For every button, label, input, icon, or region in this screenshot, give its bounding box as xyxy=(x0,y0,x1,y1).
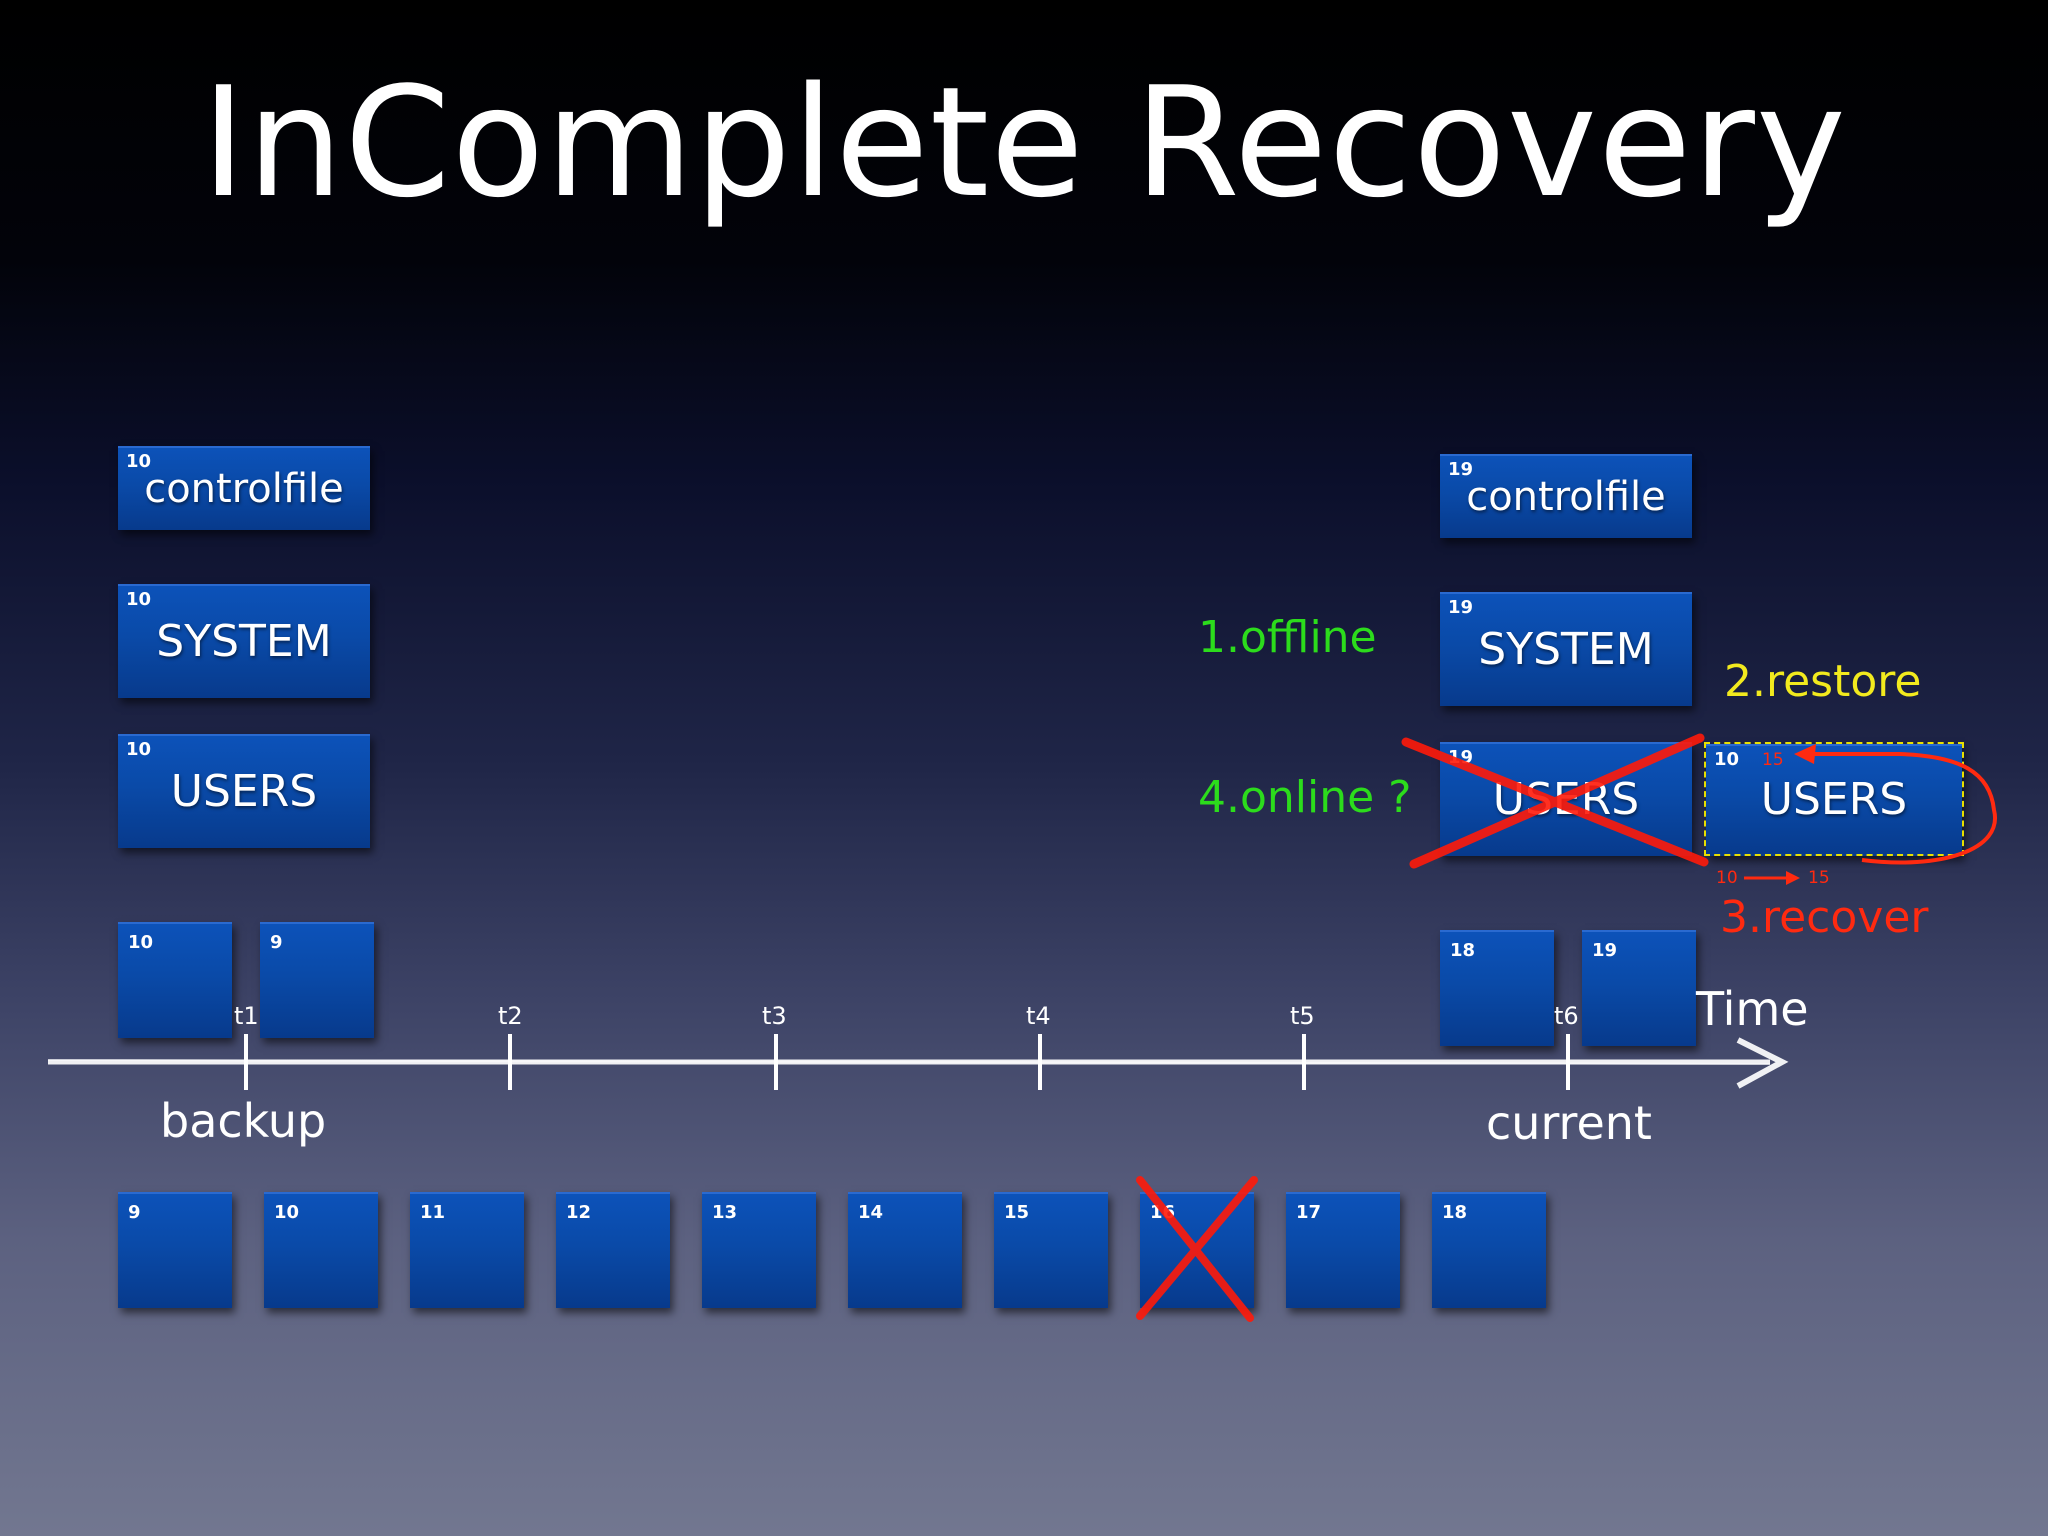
backup-users-seq: 10 xyxy=(126,739,152,760)
current-redo-log-1: 18 xyxy=(1440,930,1554,1046)
tick-label-t3: t3 xyxy=(762,1002,787,1030)
step-online-label: 4.online ? xyxy=(1198,772,1412,823)
current-caption: current xyxy=(1486,1096,1652,1150)
current-system-datafile: 19 SYSTEM xyxy=(1440,592,1692,706)
slide-title: InComplete Recovery xyxy=(201,54,1847,231)
archive-log-seq: 14 xyxy=(858,1202,884,1223)
archive-log-seq: 15 xyxy=(1004,1202,1030,1223)
lost-archive-cross xyxy=(1136,1176,1258,1322)
recover-from-seq: 10 xyxy=(1716,868,1738,888)
current-system-label: SYSTEM xyxy=(1478,624,1654,675)
backup-redo-log-2: 9 xyxy=(260,922,374,1038)
archive-log-seq: 18 xyxy=(1442,1202,1468,1223)
backup-system-label: SYSTEM xyxy=(156,616,332,667)
backup-users-label: USERS xyxy=(170,766,318,817)
backup-system-datafile: 10 SYSTEM xyxy=(118,584,370,698)
archive-log: 12 xyxy=(556,1192,670,1308)
current-redo-log-2-seq: 19 xyxy=(1592,940,1618,961)
tick-label-t6: t6 xyxy=(1554,1002,1579,1030)
archive-log-seq: 13 xyxy=(712,1202,738,1223)
current-controlfile-label: controlfile xyxy=(1466,474,1666,520)
backup-controlfile: 10 controlfile xyxy=(118,446,370,530)
current-system-seq: 19 xyxy=(1448,597,1474,618)
archive-log: 11 xyxy=(410,1192,524,1308)
backup-users-datafile: 10 USERS xyxy=(118,734,370,848)
archive-log: 10 xyxy=(264,1192,378,1308)
recover-range-arrowhead xyxy=(1786,871,1800,885)
archive-log-seq: 17 xyxy=(1296,1202,1322,1223)
backup-redo-log-2-seq: 9 xyxy=(270,932,283,953)
current-controlfile-seq: 19 xyxy=(1448,459,1474,480)
archive-log-seq: 9 xyxy=(128,1202,141,1223)
archive-log: 14 xyxy=(848,1192,962,1308)
archive-log-seq: 11 xyxy=(420,1202,446,1223)
backup-system-seq: 10 xyxy=(126,589,152,610)
archive-log: 15 xyxy=(994,1192,1108,1308)
restored-users-seq: 10 xyxy=(1714,749,1740,770)
tick-label-t1: t1 xyxy=(234,1002,259,1030)
backup-controlfile-seq: 10 xyxy=(126,451,152,472)
restore-highlight-border xyxy=(1704,742,1964,856)
damaged-users-cross xyxy=(1401,733,1709,869)
recover-to-seq: 15 xyxy=(1808,868,1830,888)
archive-log: 17 xyxy=(1286,1192,1400,1308)
archive-log: 18 xyxy=(1432,1192,1546,1308)
current-redo-log-1-seq: 18 xyxy=(1450,940,1476,961)
restored-users-label: USERS xyxy=(1760,774,1908,825)
archive-log: 13 xyxy=(702,1192,816,1308)
archive-log-seq: 10 xyxy=(274,1202,300,1223)
tick-label-t2: t2 xyxy=(498,1002,523,1030)
current-controlfile: 19 controlfile xyxy=(1440,454,1692,538)
step-recover-label: 3.recover xyxy=(1720,892,1929,943)
step-offline-label: 1.offline xyxy=(1198,612,1377,663)
current-redo-log-2: 19 xyxy=(1582,930,1696,1046)
archive-log-seq: 12 xyxy=(566,1202,592,1223)
backup-redo-log-1: 10 xyxy=(118,922,232,1038)
restored-users-datafile: 10 15 USERS xyxy=(1706,744,1962,856)
time-axis-label: Time xyxy=(1696,982,1809,1036)
tick-label-t5: t5 xyxy=(1290,1002,1315,1030)
tick-label-t4: t4 xyxy=(1026,1002,1051,1030)
step-restore-label: 2.restore xyxy=(1724,656,1922,707)
archive-log: 9 xyxy=(118,1192,232,1308)
recover-loop-arrow xyxy=(1804,752,1998,865)
restored-users-target-seq: 15 xyxy=(1762,750,1784,770)
backup-caption: backup xyxy=(160,1094,327,1148)
backup-controlfile-label: controlfile xyxy=(144,466,344,512)
backup-redo-log-1-seq: 10 xyxy=(128,932,154,953)
time-axis-arrowhead xyxy=(1736,1037,1789,1089)
time-axis-line-texture xyxy=(47,1059,1771,1065)
recover-loop-arrowhead xyxy=(1794,744,1816,764)
